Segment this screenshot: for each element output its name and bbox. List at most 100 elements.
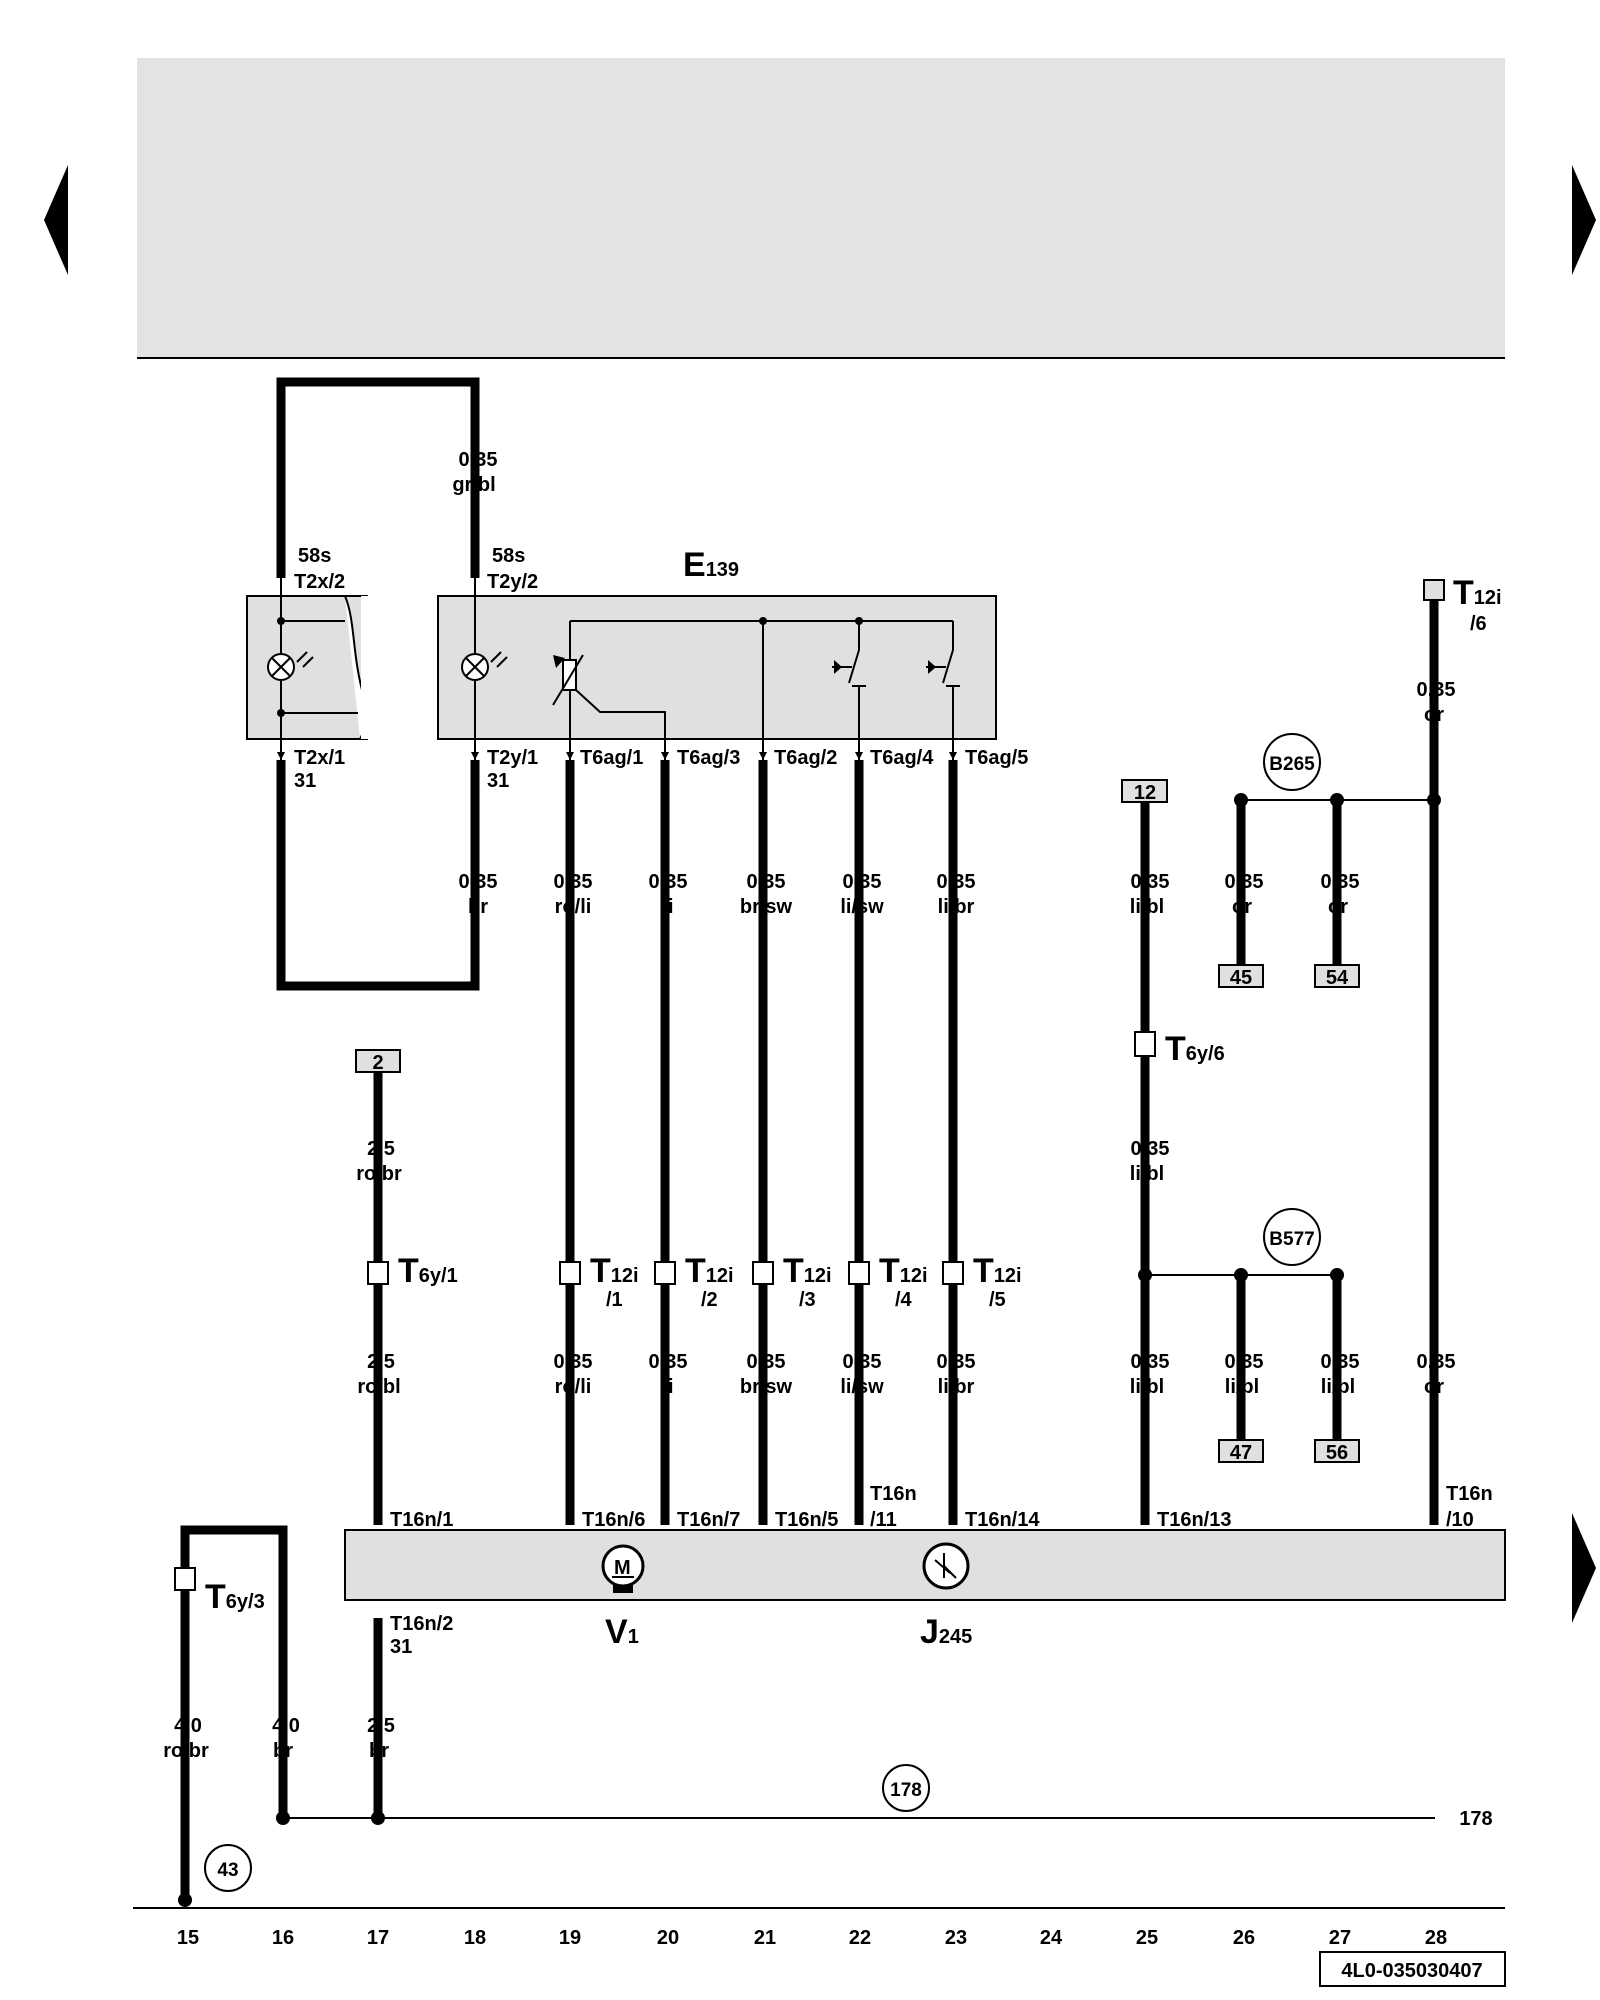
svg-text:0,35: 0,35 (937, 871, 976, 893)
svg-text:M: M (614, 1557, 631, 1579)
t12i-labels: T12i /1 T12i /2 T12i /3 T12i /4 T12i /5 … (205, 574, 1502, 1616)
svg-text:0,35: 0,35 (554, 1351, 593, 1373)
svg-text:T6ag/5: T6ag/5 (965, 747, 1028, 769)
svg-text:T16n/6: T16n/6 (582, 1509, 645, 1531)
svg-text:0,35: 0,35 (1417, 679, 1456, 701)
svg-text:ro/br: ro/br (356, 1163, 402, 1185)
svg-text:T2y/2: T2y/2 (487, 571, 538, 593)
column-17-wire (355, 1049, 401, 1818)
svg-text:0,35: 0,35 (747, 1351, 786, 1373)
svg-text:0,35: 0,35 (459, 871, 498, 893)
svg-text:4,0: 4,0 (174, 1715, 202, 1737)
svg-text:/11: /11 (870, 1509, 897, 1531)
svg-text:28: 28 (1425, 1927, 1447, 1949)
doc-code-box (1319, 1951, 1506, 1987)
svg-text:23: 23 (945, 1927, 967, 1949)
svg-text:br: br (273, 1740, 293, 1762)
svg-text:li/bl: li/bl (1321, 1376, 1355, 1398)
svg-text:ro/br: ro/br (163, 1740, 209, 1762)
pin-labels: 58s T2x/2 58s T2y/2 T2x/1 31 T2y/1 31 T6… (294, 545, 1493, 1658)
svg-text:21: 21 (754, 1927, 776, 1949)
svg-text:31: 31 (294, 770, 316, 792)
svg-text:T12i: T12i (590, 1252, 639, 1290)
svg-text:T16n/7: T16n/7 (677, 1509, 740, 1531)
svg-text:/10: /10 (1446, 1509, 1474, 1531)
e139-component (437, 578, 997, 760)
svg-text:178: 178 (890, 1780, 922, 1801)
svg-text:0,35: 0,35 (459, 449, 498, 471)
reference-markers: 2 12 45 54 47 56 B265 B577 178 43 178 (204, 733, 1493, 1892)
svg-text:T16n/13: T16n/13 (1157, 1509, 1231, 1531)
svg-text:0,35: 0,35 (649, 1351, 688, 1373)
next-page-arrow-top[interactable] (1572, 165, 1596, 275)
svg-text:T6y/6: T6y/6 (1165, 1030, 1225, 1068)
svg-text:56: 56 (1326, 1442, 1348, 1464)
svg-text:/6: /6 (1470, 613, 1487, 635)
svg-text:0,35: 0,35 (1321, 871, 1360, 893)
svg-text:0,35: 0,35 (649, 871, 688, 893)
svg-text:2,5: 2,5 (367, 1138, 395, 1160)
control-unit-icon (922, 1542, 970, 1590)
column-numbers: 15 16 17 18 19 20 21 22 23 24 25 26 27 2… (177, 1927, 1447, 1949)
svg-text:27: 27 (1329, 1927, 1351, 1949)
svg-text:T6ag/1: T6ag/1 (580, 747, 643, 769)
pin-arrows (277, 570, 957, 760)
svg-text:li/bl: li/bl (1130, 1376, 1164, 1398)
svg-text:T6y/1: T6y/1 (398, 1252, 458, 1290)
svg-text:or: or (1424, 704, 1444, 726)
svg-text:T6ag/3: T6ag/3 (677, 747, 740, 769)
svg-text:45: 45 (1230, 967, 1252, 989)
svg-text:T16n: T16n (1446, 1483, 1493, 1505)
j245-label: J245 (920, 1613, 972, 1651)
svg-text:T16n/5: T16n/5 (775, 1509, 838, 1531)
svg-text:ro/li: ro/li (555, 1376, 592, 1398)
svg-text:B577: B577 (1269, 1229, 1314, 1250)
svg-text:T12i: T12i (783, 1252, 832, 1290)
svg-text:17: 17 (367, 1927, 389, 1949)
control-module-bar: M (344, 1529, 1506, 1601)
svg-text:T12i: T12i (685, 1252, 734, 1290)
svg-text:T16n: T16n (870, 1483, 917, 1505)
svg-text:25: 25 (1136, 1927, 1158, 1949)
column-15-16-wire (178, 1525, 1435, 1907)
svg-text:li/sw: li/sw (840, 1376, 884, 1398)
svg-text:20: 20 (657, 1927, 679, 1949)
header-panel (137, 58, 1505, 358)
svg-text:12: 12 (1134, 782, 1156, 804)
svg-text:2,5: 2,5 (367, 1715, 395, 1737)
svg-text:4,0: 4,0 (272, 1715, 300, 1737)
next-page-arrow-bottom[interactable] (1572, 1513, 1596, 1623)
svg-text:li/bl: li/bl (1130, 896, 1164, 918)
svg-text:T6y/3: T6y/3 (205, 1578, 265, 1616)
svg-text:or: or (1328, 896, 1348, 918)
svg-text:or: or (1232, 896, 1252, 918)
svg-text:0,35: 0,35 (554, 871, 593, 893)
svg-text:gr/bl: gr/bl (452, 474, 495, 496)
svg-text:19: 19 (559, 1927, 581, 1949)
svg-text:18: 18 (464, 1927, 486, 1949)
svg-text:T2y/1: T2y/1 (487, 747, 538, 769)
svg-text:0,35: 0,35 (937, 1351, 976, 1373)
svg-text:li/bl: li/bl (1225, 1376, 1259, 1398)
svg-text:31: 31 (487, 770, 509, 792)
prev-page-arrow[interactable] (44, 165, 68, 275)
svg-text:2: 2 (372, 1052, 383, 1074)
doc-code: 4L0-035030407 (1341, 1960, 1482, 1982)
right-side-wires (1121, 579, 1445, 1525)
svg-text:br: br (468, 896, 488, 918)
svg-text:T12i: T12i (1453, 574, 1502, 612)
svg-text:ro/li: ro/li (555, 896, 592, 918)
e139-output-wires (565, 760, 958, 1525)
v1-label: V1 (605, 1613, 639, 1651)
svg-text:2,5: 2,5 (367, 1351, 395, 1373)
svg-text:li: li (662, 896, 673, 918)
svg-text:15: 15 (177, 1927, 199, 1949)
svg-text:br/sw: br/sw (740, 1376, 793, 1398)
svg-text:54: 54 (1326, 967, 1349, 989)
svg-text:178: 178 (1459, 1808, 1492, 1830)
svg-text:0,35: 0,35 (1417, 1351, 1456, 1373)
svg-text:0,35: 0,35 (1131, 1351, 1170, 1373)
svg-text:li/br: li/br (938, 896, 975, 918)
svg-text:0,35: 0,35 (1225, 1351, 1264, 1373)
